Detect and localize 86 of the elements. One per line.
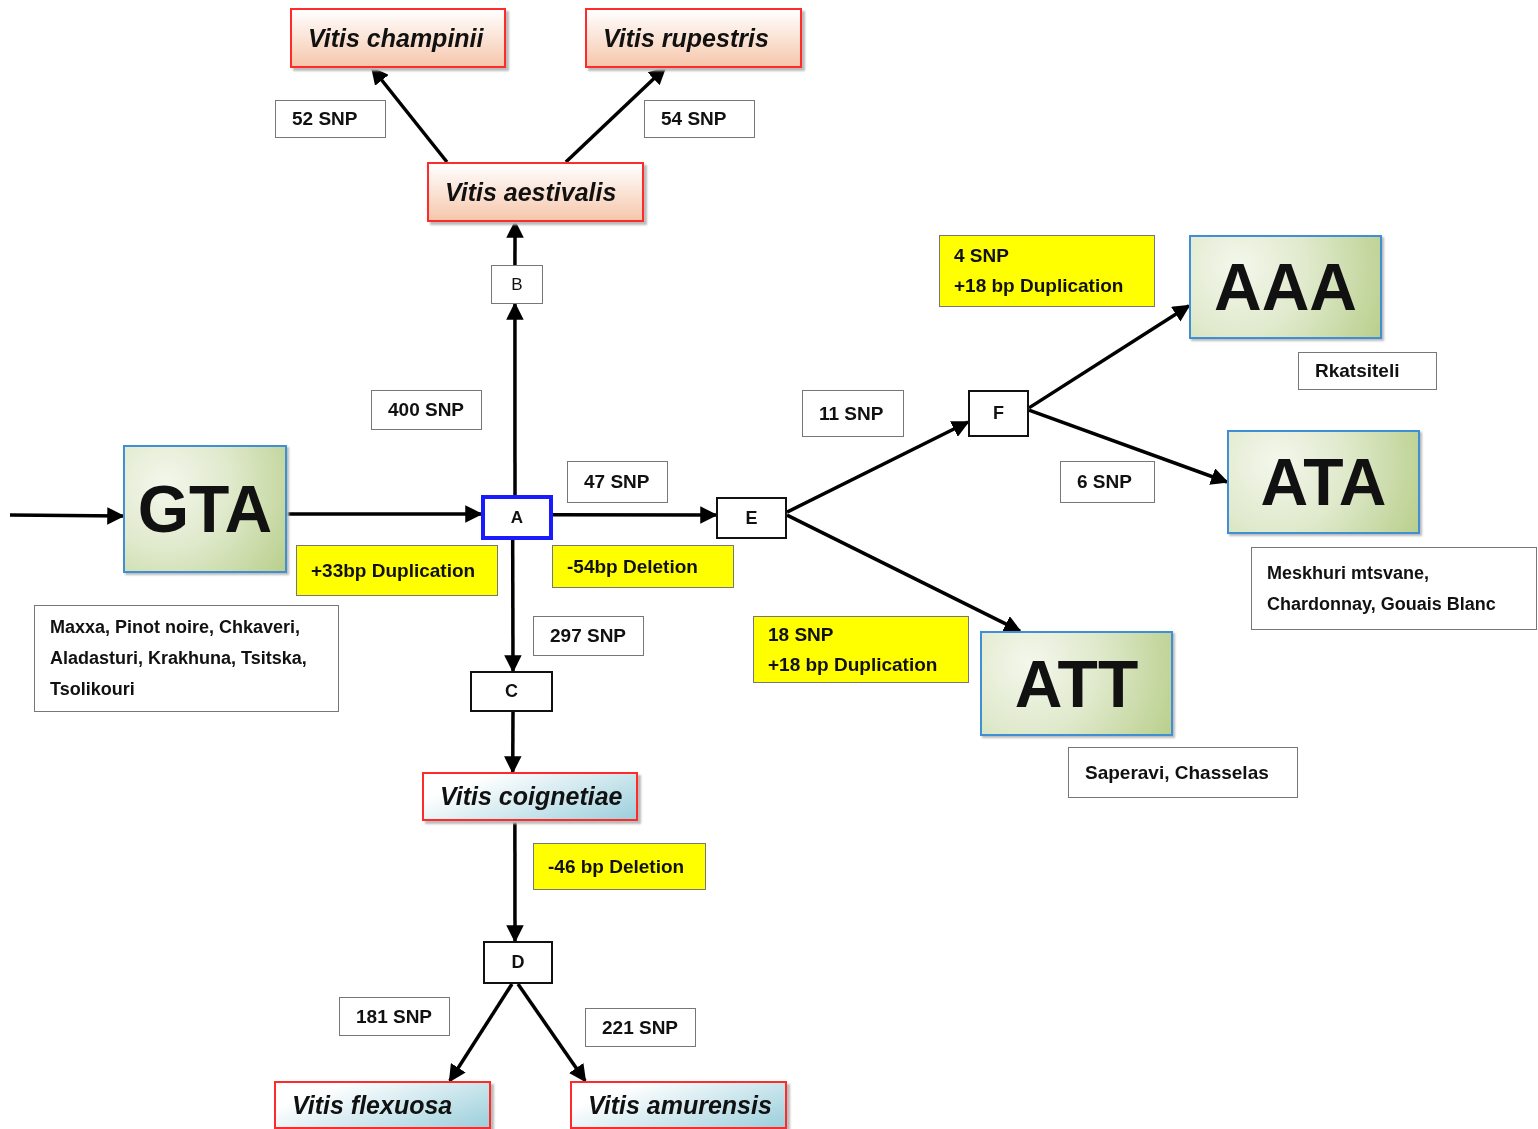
- arrow: [506, 220, 524, 265]
- mutation-box: [296, 545, 498, 596]
- annotation-box: [371, 390, 482, 430]
- arrow: [1028, 304, 1191, 410]
- cultivar-box: [1251, 547, 1537, 630]
- node-box: [470, 671, 553, 712]
- mutation-box: [533, 843, 706, 890]
- node-letter: C: [505, 681, 518, 702]
- arrow: [370, 66, 449, 164]
- annotation-text: 297 SNP: [550, 625, 627, 647]
- species-name: Vitis champinii: [308, 23, 484, 53]
- annotation-text: 6 SNP: [1077, 471, 1132, 493]
- arrow: [287, 505, 483, 523]
- annotation-text: 54 SNP: [661, 108, 727, 130]
- cultivar-list: Maxxa, Pinot noire, Chkaveri, Aladasturi, Krakhuna, Tsitska, Tsolikouri: [50, 612, 330, 705]
- arrow: [448, 983, 514, 1083]
- cultivar-box: [34, 605, 339, 712]
- node-box: [716, 497, 787, 539]
- cultivar-list: Meskhuri mtsvane, Chardonnay, Gouais Blanc: [1267, 557, 1528, 620]
- mutation-text: +18 bp Duplication: [954, 274, 1124, 298]
- annotation-box: [585, 1008, 696, 1047]
- haplotype-code: GTA: [137, 471, 273, 547]
- node-letter: D: [511, 952, 525, 973]
- annotation-box: [567, 461, 668, 503]
- annotation-text: 47 SNP: [584, 471, 650, 493]
- annotation-text: 11 SNP: [819, 402, 884, 425]
- haplotype-code: ATA: [1260, 444, 1387, 520]
- arrow: [516, 983, 587, 1083]
- arrow: [504, 712, 522, 774]
- annotation-text: 400 SNP: [388, 399, 465, 421]
- mutation-text: +33bp Duplication: [311, 558, 476, 583]
- species-name: Vitis rupestris: [603, 23, 769, 53]
- annotation-box: [339, 997, 450, 1036]
- node-box: [968, 390, 1029, 437]
- annotation-box: [802, 390, 904, 437]
- species-name: Vitis amurensis: [588, 1090, 772, 1120]
- arrow: [786, 513, 1022, 633]
- species-box: [274, 1081, 491, 1129]
- haplotype-box: [1189, 235, 1382, 339]
- node-box: [481, 495, 553, 540]
- annotation-text: Saperavi, Chasselas: [1085, 761, 1269, 784]
- haplotype-box: [123, 445, 287, 573]
- annotation-text: Rkatsiteli: [1315, 360, 1400, 382]
- annotation-box: [1068, 747, 1298, 798]
- annotation-text: 52 SNP: [292, 108, 358, 130]
- haplotype-code: ATT: [1014, 645, 1139, 722]
- arrow: [10, 507, 125, 525]
- species-name: Vitis aestivalis: [445, 177, 617, 207]
- haplotype-box: [980, 631, 1173, 736]
- mutation-text: +18 bp Duplication: [768, 652, 938, 677]
- annotation-box: [533, 616, 644, 656]
- mutation-box: [939, 235, 1155, 307]
- annotation-box: [275, 100, 386, 138]
- node-letter: B: [511, 274, 523, 295]
- species-name: Vitis flexuosa: [292, 1090, 453, 1120]
- haplotype-box: [1227, 430, 1420, 534]
- arrow: [553, 506, 718, 524]
- node-letter: E: [745, 507, 758, 529]
- mutation-text: -46 bp Deletion: [548, 854, 685, 879]
- mutation-text: 18 SNP: [768, 622, 834, 647]
- arrow: [786, 420, 970, 514]
- node-box: [483, 941, 553, 984]
- mutation-box: [552, 545, 734, 588]
- node-letter: A: [510, 507, 524, 528]
- mutation-text: -54bp Deletion: [567, 554, 698, 579]
- mutation-text: 4 SNP: [954, 244, 1009, 268]
- arrow: [564, 66, 667, 164]
- species-box: [585, 8, 802, 68]
- annotation-box: [1298, 352, 1437, 390]
- arrow: [506, 821, 524, 943]
- species-box: [570, 1081, 787, 1129]
- species-box: [290, 8, 506, 68]
- arrow: [1028, 408, 1229, 485]
- annotation-box: [1060, 461, 1155, 503]
- haplotype-code: AAA: [1214, 249, 1357, 325]
- annotation-text: 221 SNP: [602, 1016, 679, 1039]
- mutation-box: [753, 616, 969, 683]
- species-box: [422, 772, 638, 821]
- annotation-text: 181 SNP: [356, 1005, 433, 1028]
- node-letter: F: [993, 403, 1004, 424]
- species-box: [427, 162, 644, 222]
- species-name: Vitis coignetiae: [440, 782, 623, 811]
- node-box: [491, 265, 543, 304]
- annotation-box: [644, 100, 755, 138]
- arrow: [504, 540, 522, 673]
- arrow: [506, 302, 524, 495]
